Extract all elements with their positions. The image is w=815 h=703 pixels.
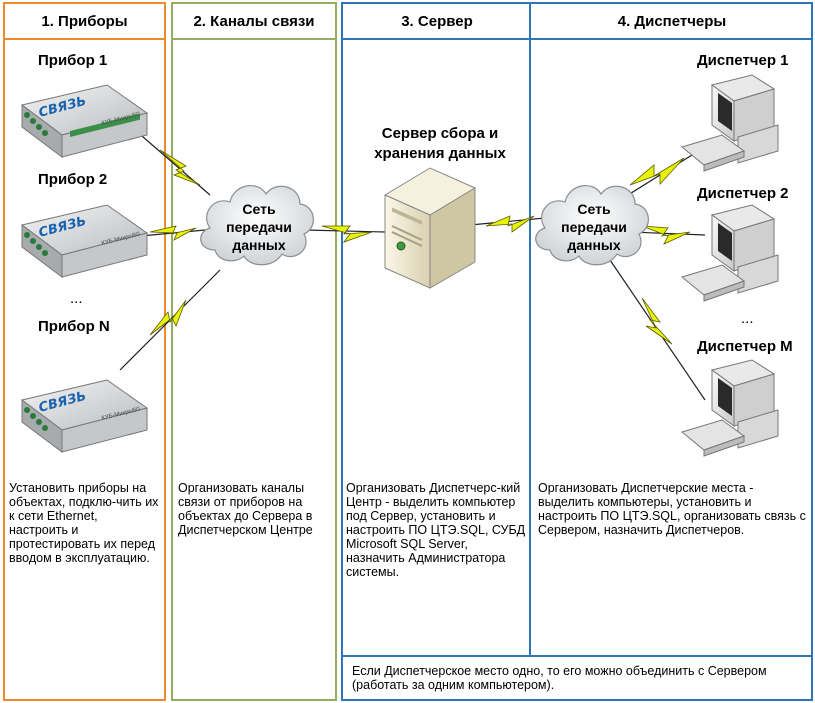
column-divider (529, 2, 531, 656)
computer-1-icon (680, 74, 779, 172)
cloud-right-label: Сеть передачи данных (561, 201, 627, 253)
server-icon (383, 167, 477, 289)
label-device-n: Прибор N (38, 318, 110, 335)
footnote-divider (341, 655, 813, 657)
description-server: Организовать Диспетчерс-кий Центр - выде… (346, 481, 526, 579)
label-dispatcher-m: Диспетчер М (697, 338, 793, 355)
column-header-server-dispatchers: 3. Сервер 4. Диспетчеры (343, 4, 811, 40)
column-channels: 2. Каналы связи (171, 2, 337, 701)
column-header-devices: 1. Приборы (5, 4, 164, 40)
cloud-left-label: Сеть передачи данных (226, 201, 292, 253)
device-n-icon: СВЯЗЬ КУБ-Микро/60 (20, 379, 149, 453)
column-header-dispatchers: 4. Диспетчеры (617, 12, 727, 30)
device-1-icon: СВЯЗЬ КУБ-Микро/60 (20, 84, 149, 158)
column-server-dispatchers: 3. Сервер 4. Диспетчеры (341, 2, 813, 701)
lightning-bolts (119, 129, 706, 401)
lightning-device1-icon (134, 129, 211, 196)
computer-2-icon (680, 204, 779, 302)
label-dispatcher-2: Диспетчер 2 (697, 185, 789, 202)
device-2-icon: СВЯЗЬ КУБ-Микро/60 (20, 204, 149, 278)
computer-m-icon (680, 359, 779, 457)
lightning-deviceN-icon (119, 269, 221, 371)
cloud-right-icon (535, 185, 649, 266)
label-device-1: Прибор 1 (38, 52, 108, 69)
column-header-server: 3. Сервер (401, 12, 473, 30)
lightning-server-cloud-icon (469, 215, 546, 233)
description-channels: Организовать каналы связи от приборов на… (178, 481, 313, 537)
lightning-dispatcherM-icon (609, 259, 706, 401)
server-title: Сервер сбора и хранения данных (374, 125, 506, 162)
lightning-cloud-server-icon (304, 225, 386, 243)
footnote: Если Диспетчерское место одно, то его мо… (352, 664, 767, 692)
label-device-2: Прибор 2 (38, 171, 108, 188)
lightning-dispatcher1-icon (619, 149, 701, 201)
column-header-channels: 2. Каналы связи (173, 4, 335, 40)
label-dispatcher-ellipsis: ... (741, 310, 754, 327)
description-devices: Установить приборы на объектах, подклю-ч… (9, 481, 159, 565)
label-dispatcher-1: Диспетчер 1 (697, 52, 789, 69)
description-dispatchers: Организовать Диспетчерские места - выдел… (538, 481, 806, 537)
label-device-ellipsis: ... (70, 290, 83, 307)
column-devices: 1. Приборы (3, 2, 166, 701)
cloud-left-icon (200, 185, 314, 266)
